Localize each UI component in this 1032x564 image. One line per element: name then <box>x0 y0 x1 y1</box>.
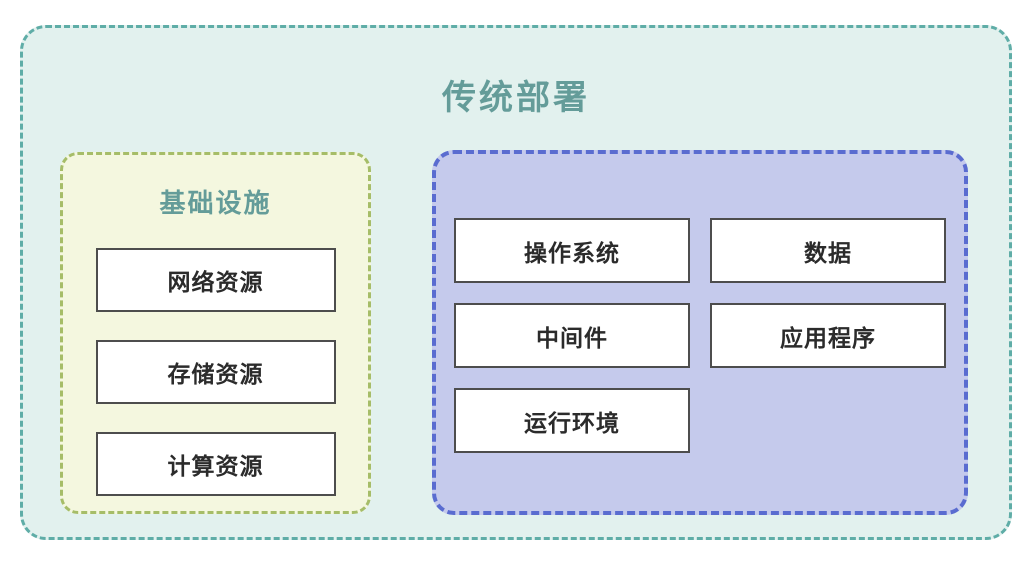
infrastructure-group: 基础设施 网络资源 存储资源 计算资源 <box>60 152 371 514</box>
node-middleware: 中间件 <box>454 303 690 368</box>
node-data: 数据 <box>710 218 946 283</box>
software-stack-group: 操作系统 数据 中间件 应用程序 运行环境 <box>432 150 968 515</box>
node-application: 应用程序 <box>710 303 946 368</box>
node-network-resources: 网络资源 <box>95 248 336 312</box>
node-compute-resources: 计算资源 <box>95 432 336 496</box>
node-operating-system: 操作系统 <box>454 218 690 283</box>
infrastructure-group-title: 基础设施 <box>159 188 272 218</box>
traditional-deployment-container: 传统部署 基础设施 网络资源 存储资源 计算资源 操作系统 数据 中间件 应用程… <box>20 25 1012 540</box>
node-runtime-environment: 运行环境 <box>454 388 690 453</box>
software-stack-grid: 操作系统 数据 中间件 应用程序 运行环境 <box>454 218 946 453</box>
node-storage-resources: 存储资源 <box>95 340 336 404</box>
diagram-title: 传统部署 <box>442 79 590 117</box>
